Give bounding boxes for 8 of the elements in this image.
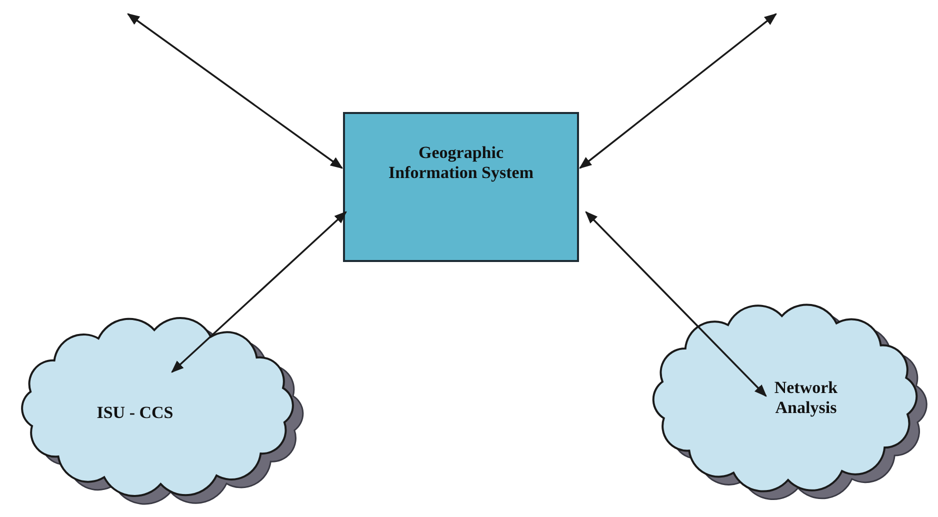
double-arrow — [585, 211, 767, 397]
double-arrow — [579, 13, 777, 169]
node-label: Network Analysis — [773, 378, 839, 419]
node-label: Geographic Information System — [388, 142, 534, 184]
double-arrow — [126, 13, 344, 169]
process-box — [343, 112, 579, 262]
double-arrow — [171, 211, 347, 373]
node-label: ISU - CCS — [96, 403, 174, 424]
